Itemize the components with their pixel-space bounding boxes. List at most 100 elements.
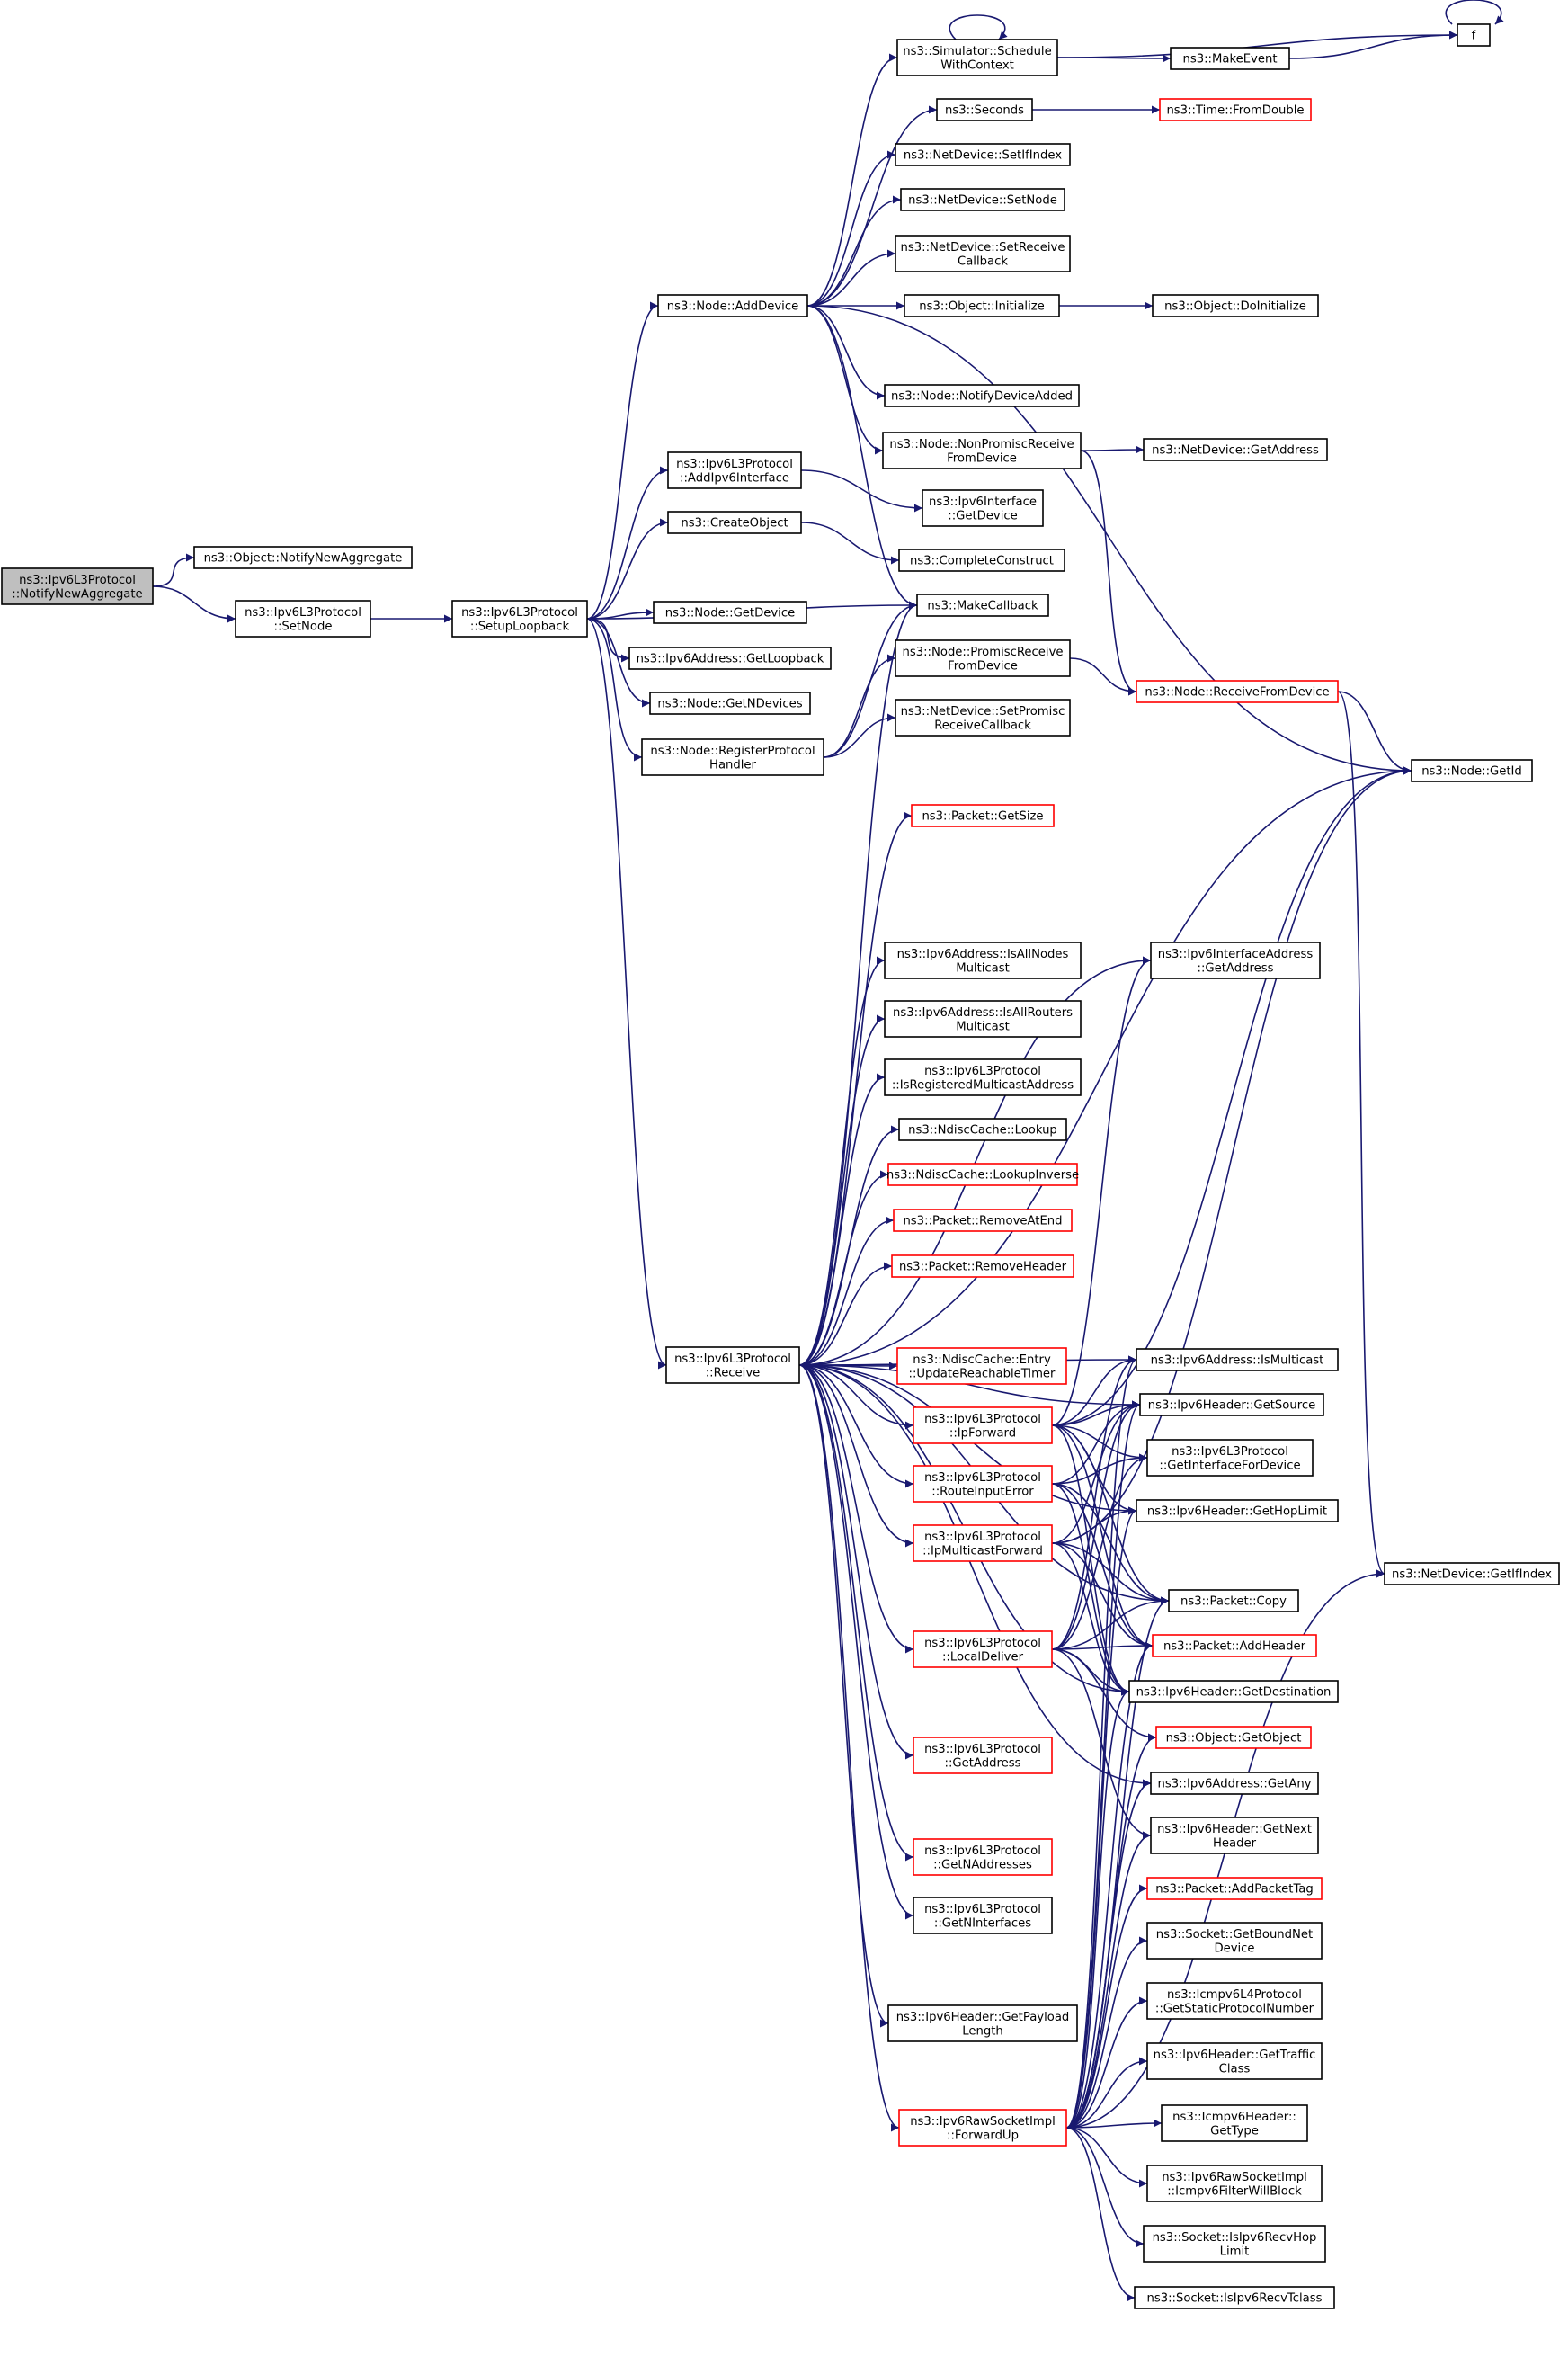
- graph-node-ns3-ipv6l3protocol-getaddress[interactable]: ns3::Ipv6L3Protocol::GetAddress: [913, 1737, 1053, 1774]
- graph-node-ns3-ipv6address-getloopback[interactable]: ns3::Ipv6Address::GetLoopback: [628, 647, 832, 670]
- graph-node-ns3-ipv6l3protocol-ipmulticastforward[interactable]: ns3::Ipv6L3Protocol::IpMulticastForward: [913, 1524, 1053, 1562]
- node-label-line: ns3::Ipv6Header::GetDestination: [1136, 1686, 1332, 1700]
- node-box: [913, 1406, 1053, 1444]
- graph-node-ns3-ipv6l3protocol-setnode[interactable]: ns3::Ipv6L3Protocol::SetNode: [235, 600, 371, 638]
- graph-node-ns3-ipv6address-getany[interactable]: ns3::Ipv6Address::GetAny: [1150, 1772, 1319, 1795]
- graph-node-ns3-netdevice-setnode[interactable]: ns3::NetDevice::SetNode: [900, 188, 1065, 211]
- graph-node-ns3-ipv6l3protocol-localdeliver[interactable]: ns3::Ipv6L3Protocol::LocalDeliver: [913, 1630, 1053, 1668]
- graph-node-ns3-ipv6l3protocol-getinterfacefordevice[interactable]: ns3::Ipv6L3Protocol::GetInterfaceForDevi…: [1146, 1439, 1314, 1477]
- graph-node-ns3-packet-addheader[interactable]: ns3::Packet::AddHeader: [1152, 1634, 1317, 1657]
- node-label-line: Device: [1214, 1942, 1254, 1955]
- graph-node-ns3-ipv6l3protocol-routeinputerror[interactable]: ns3::Ipv6L3Protocol::RouteInputError: [913, 1465, 1053, 1503]
- graph-node-ns3-ndisccache-lookupinverse[interactable]: ns3::NdiscCache::LookupInverse: [886, 1163, 1079, 1186]
- node-box: [1139, 1393, 1324, 1416]
- graph-node-f[interactable]: f: [1457, 23, 1491, 47]
- graph-node-ns3-object-notifynewaggregate[interactable]: ns3::Object::NotifyNewAggregate: [193, 546, 413, 569]
- graph-node-ns3-node-receivefromdevice[interactable]: ns3::Node::ReceiveFromDevice: [1136, 680, 1339, 703]
- graph-node-ns3-icmpv6l4protocol-getstaticprotocolnumber[interactable]: ns3::Icmpv6L4Protocol::GetStaticProtocol…: [1146, 1982, 1323, 2020]
- graph-node-ns3-ipv6l3protocol-receive[interactable]: ns3::Ipv6L3Protocol::Receive: [665, 1346, 800, 1384]
- graph-node-ns3-ipv6header-getdestination[interactable]: ns3::Ipv6Header::GetDestination: [1128, 1680, 1339, 1703]
- node-box: [916, 594, 1049, 617]
- graph-node-ns3-ipv6l3protocol-ipforward[interactable]: ns3::Ipv6L3Protocol::IpForward: [913, 1406, 1053, 1444]
- graph-node-ns3-node-notifydeviceadded[interactable]: ns3::Node::NotifyDeviceAdded: [884, 384, 1080, 407]
- node-label-line: ns3::Ipv6L3Protocol: [924, 1743, 1041, 1756]
- node-box: [1146, 1922, 1323, 1960]
- edge-n-forwardup-to-n-gettraffic: [1065, 2057, 1148, 2129]
- graph-node-ns3-netdevice-getifindex[interactable]: ns3::NetDevice::GetIfIndex: [1384, 1562, 1560, 1585]
- node-label-line: ns3::Ipv6Address::IsAllRouters: [893, 1006, 1073, 1020]
- node-box: [667, 511, 802, 534]
- graph-node-ns3-ipv6l3protocol-getninterfaces[interactable]: ns3::Ipv6L3Protocol::GetNInterfaces: [913, 1897, 1053, 1934]
- graph-node-ns3-object-getobject[interactable]: ns3::Object::GetObject: [1155, 1726, 1312, 1749]
- graph-node-ns3-packet-getsize[interactable]: ns3::Packet::GetSize: [911, 804, 1055, 827]
- graph-node-ns3-completeconstruct[interactable]: ns3::CompleteConstruct: [898, 549, 1065, 572]
- graph-node-ns3-makecallback[interactable]: ns3::MakeCallback: [916, 594, 1049, 617]
- node-box: [896, 39, 1058, 76]
- graph-node-ns3-ndisccache-entry-updatereachabletimer[interactable]: ns3::NdiscCache::Entry::UpdateReachableT…: [896, 1347, 1067, 1385]
- node-label-line: ns3::Node::NotifyDeviceAdded: [891, 390, 1073, 404]
- graph-node-ns3-ipv6l3protocol-setuploopback[interactable]: ns3::Ipv6L3Protocol::SetupLoopback: [451, 600, 588, 638]
- edge-n-ipforward-to-n-getsource: [1051, 1400, 1141, 1426]
- node-box: [641, 738, 824, 776]
- graph-node-ns3-makeevent[interactable]: ns3::MakeEvent: [1170, 47, 1290, 70]
- graph-node-ns3-ipv6header-getsource[interactable]: ns3::Ipv6Header::GetSource: [1139, 1393, 1324, 1416]
- graph-node-ns3-ipv6rawsocketimpl-icmpv6filterwillblock[interactable]: ns3::Ipv6RawSocketImpl::Icmpv6FilterWill…: [1146, 2165, 1323, 2202]
- node-label-line: FromDevice: [947, 451, 1017, 465]
- graph-node-ns3-ipv6address-ismulticast[interactable]: ns3::Ipv6Address::IsMulticast: [1136, 1348, 1339, 1371]
- graph-node-ns3-node-getdevice[interactable]: ns3::Node::GetDevice: [653, 601, 807, 624]
- node-box: [1155, 1726, 1312, 1749]
- graph-node-ns3-packet-addpackettag[interactable]: ns3::Packet::AddPacketTag: [1146, 1877, 1323, 1900]
- graph-node-ns3-ipv6header-gethoplimit[interactable]: ns3::Ipv6Header::GetHopLimit: [1136, 1499, 1339, 1522]
- node-box: [895, 699, 1071, 737]
- graph-node-ns3-netdevice-setpromisc-receivecallback[interactable]: ns3::NetDevice::SetPromiscReceiveCallbac…: [895, 699, 1071, 737]
- graph-node-ns3-seconds[interactable]: ns3::Seconds: [936, 98, 1033, 121]
- graph-node-ns3-netdevice-setifindex[interactable]: ns3::NetDevice::SetIfIndex: [895, 143, 1071, 166]
- node-label-line: ns3::Icmpv6L4Protocol: [1167, 1988, 1302, 2002]
- graph-node-ns3-packet-removeatend[interactable]: ns3::Packet::RemoveAtEnd: [893, 1209, 1073, 1232]
- graph-node-ns3-ipv6l3protocol-isregisteredmulticastaddress[interactable]: ns3::Ipv6L3Protocol::IsRegisteredMultica…: [884, 1058, 1082, 1096]
- graph-node-ns3-packet-copy[interactable]: ns3::Packet::Copy: [1168, 1589, 1299, 1612]
- graph-node-ns3-node-adddevice[interactable]: ns3::Node::AddDevice: [657, 294, 808, 317]
- graph-node-ns3-time-fromdouble[interactable]: ns3::Time::FromDouble: [1159, 98, 1312, 121]
- edge-n-setuploop-to-n-addipv6if: [586, 466, 669, 620]
- graph-node-ns3-ipv6l3protocol-addipv6interface[interactable]: ns3::Ipv6L3Protocol::AddIpv6Interface: [667, 451, 802, 489]
- graph-node-ns3-ipv6l3protocol-getnaddresses[interactable]: ns3::Ipv6L3Protocol::GetNAddresses: [913, 1838, 1053, 1876]
- graph-node-ns3-socket-isipv6recvtclass[interactable]: ns3::Socket::IsIpv6RecvTclass: [1134, 2286, 1335, 2309]
- node-label-line: ns3::CreateObject: [681, 517, 788, 531]
- graph-node-ns3-createobject[interactable]: ns3::CreateObject: [667, 511, 802, 534]
- graph-node-ns3-node-getndevices[interactable]: ns3::Node::GetNDevices: [649, 692, 811, 715]
- graph-node-ns3-packet-removeheader[interactable]: ns3::Packet::RemoveHeader: [891, 1254, 1074, 1278]
- graph-node-ns3-ipv6l3protocol-notifynewaggregate[interactable]: ns3::Ipv6L3Protocol::NotifyNewAggregate: [1, 567, 154, 605]
- graph-node-ns3-netdevice-getaddress[interactable]: ns3::NetDevice::GetAddress: [1143, 438, 1328, 461]
- node-label-line: ReceiveCallback: [934, 719, 1031, 732]
- edge-n-forwardup-to-n-addheader: [1065, 1641, 1154, 2129]
- node-label-line: Length: [962, 2024, 1003, 2038]
- node-label-line: ns3::Simulator::Schedule: [903, 45, 1051, 58]
- node-label-line: ns3::Ipv6RawSocketImpl: [1162, 2171, 1307, 2184]
- node-box: [667, 451, 802, 489]
- graph-node-ns3-object-initialize[interactable]: ns3::Object::Initialize: [904, 294, 1060, 317]
- graph-node-ns3-ipv6interface-getdevice[interactable]: ns3::Ipv6Interface::GetDevice: [922, 489, 1044, 527]
- graph-node-ns3-object-doinitialize[interactable]: ns3::Object::DoInitialize: [1152, 294, 1319, 317]
- graph-node-ns3-ipv6rawsocketimpl-forwardup[interactable]: ns3::Ipv6RawSocketImpl::ForwardUp: [898, 2109, 1067, 2147]
- node-label-line: ::AddIpv6Interface: [680, 471, 789, 485]
- graph-node-ns3-node-getid[interactable]: ns3::Node::GetId: [1411, 759, 1533, 782]
- graph-node-ns3-ndisccache-lookup[interactable]: ns3::NdiscCache::Lookup: [898, 1118, 1067, 1141]
- node-box: [936, 98, 1033, 121]
- node-label-line: ns3::Object::DoInitialize: [1164, 300, 1306, 314]
- graph-node-ns3-ipv6interfaceaddress-getaddress[interactable]: ns3::Ipv6InterfaceAddress::GetAddress: [1150, 942, 1321, 979]
- node-label-line: ::GetAddress: [1198, 961, 1274, 975]
- graph-node-ns3-icmpv6header-gettype[interactable]: ns3::Icmpv6Header::GetType: [1161, 2104, 1308, 2142]
